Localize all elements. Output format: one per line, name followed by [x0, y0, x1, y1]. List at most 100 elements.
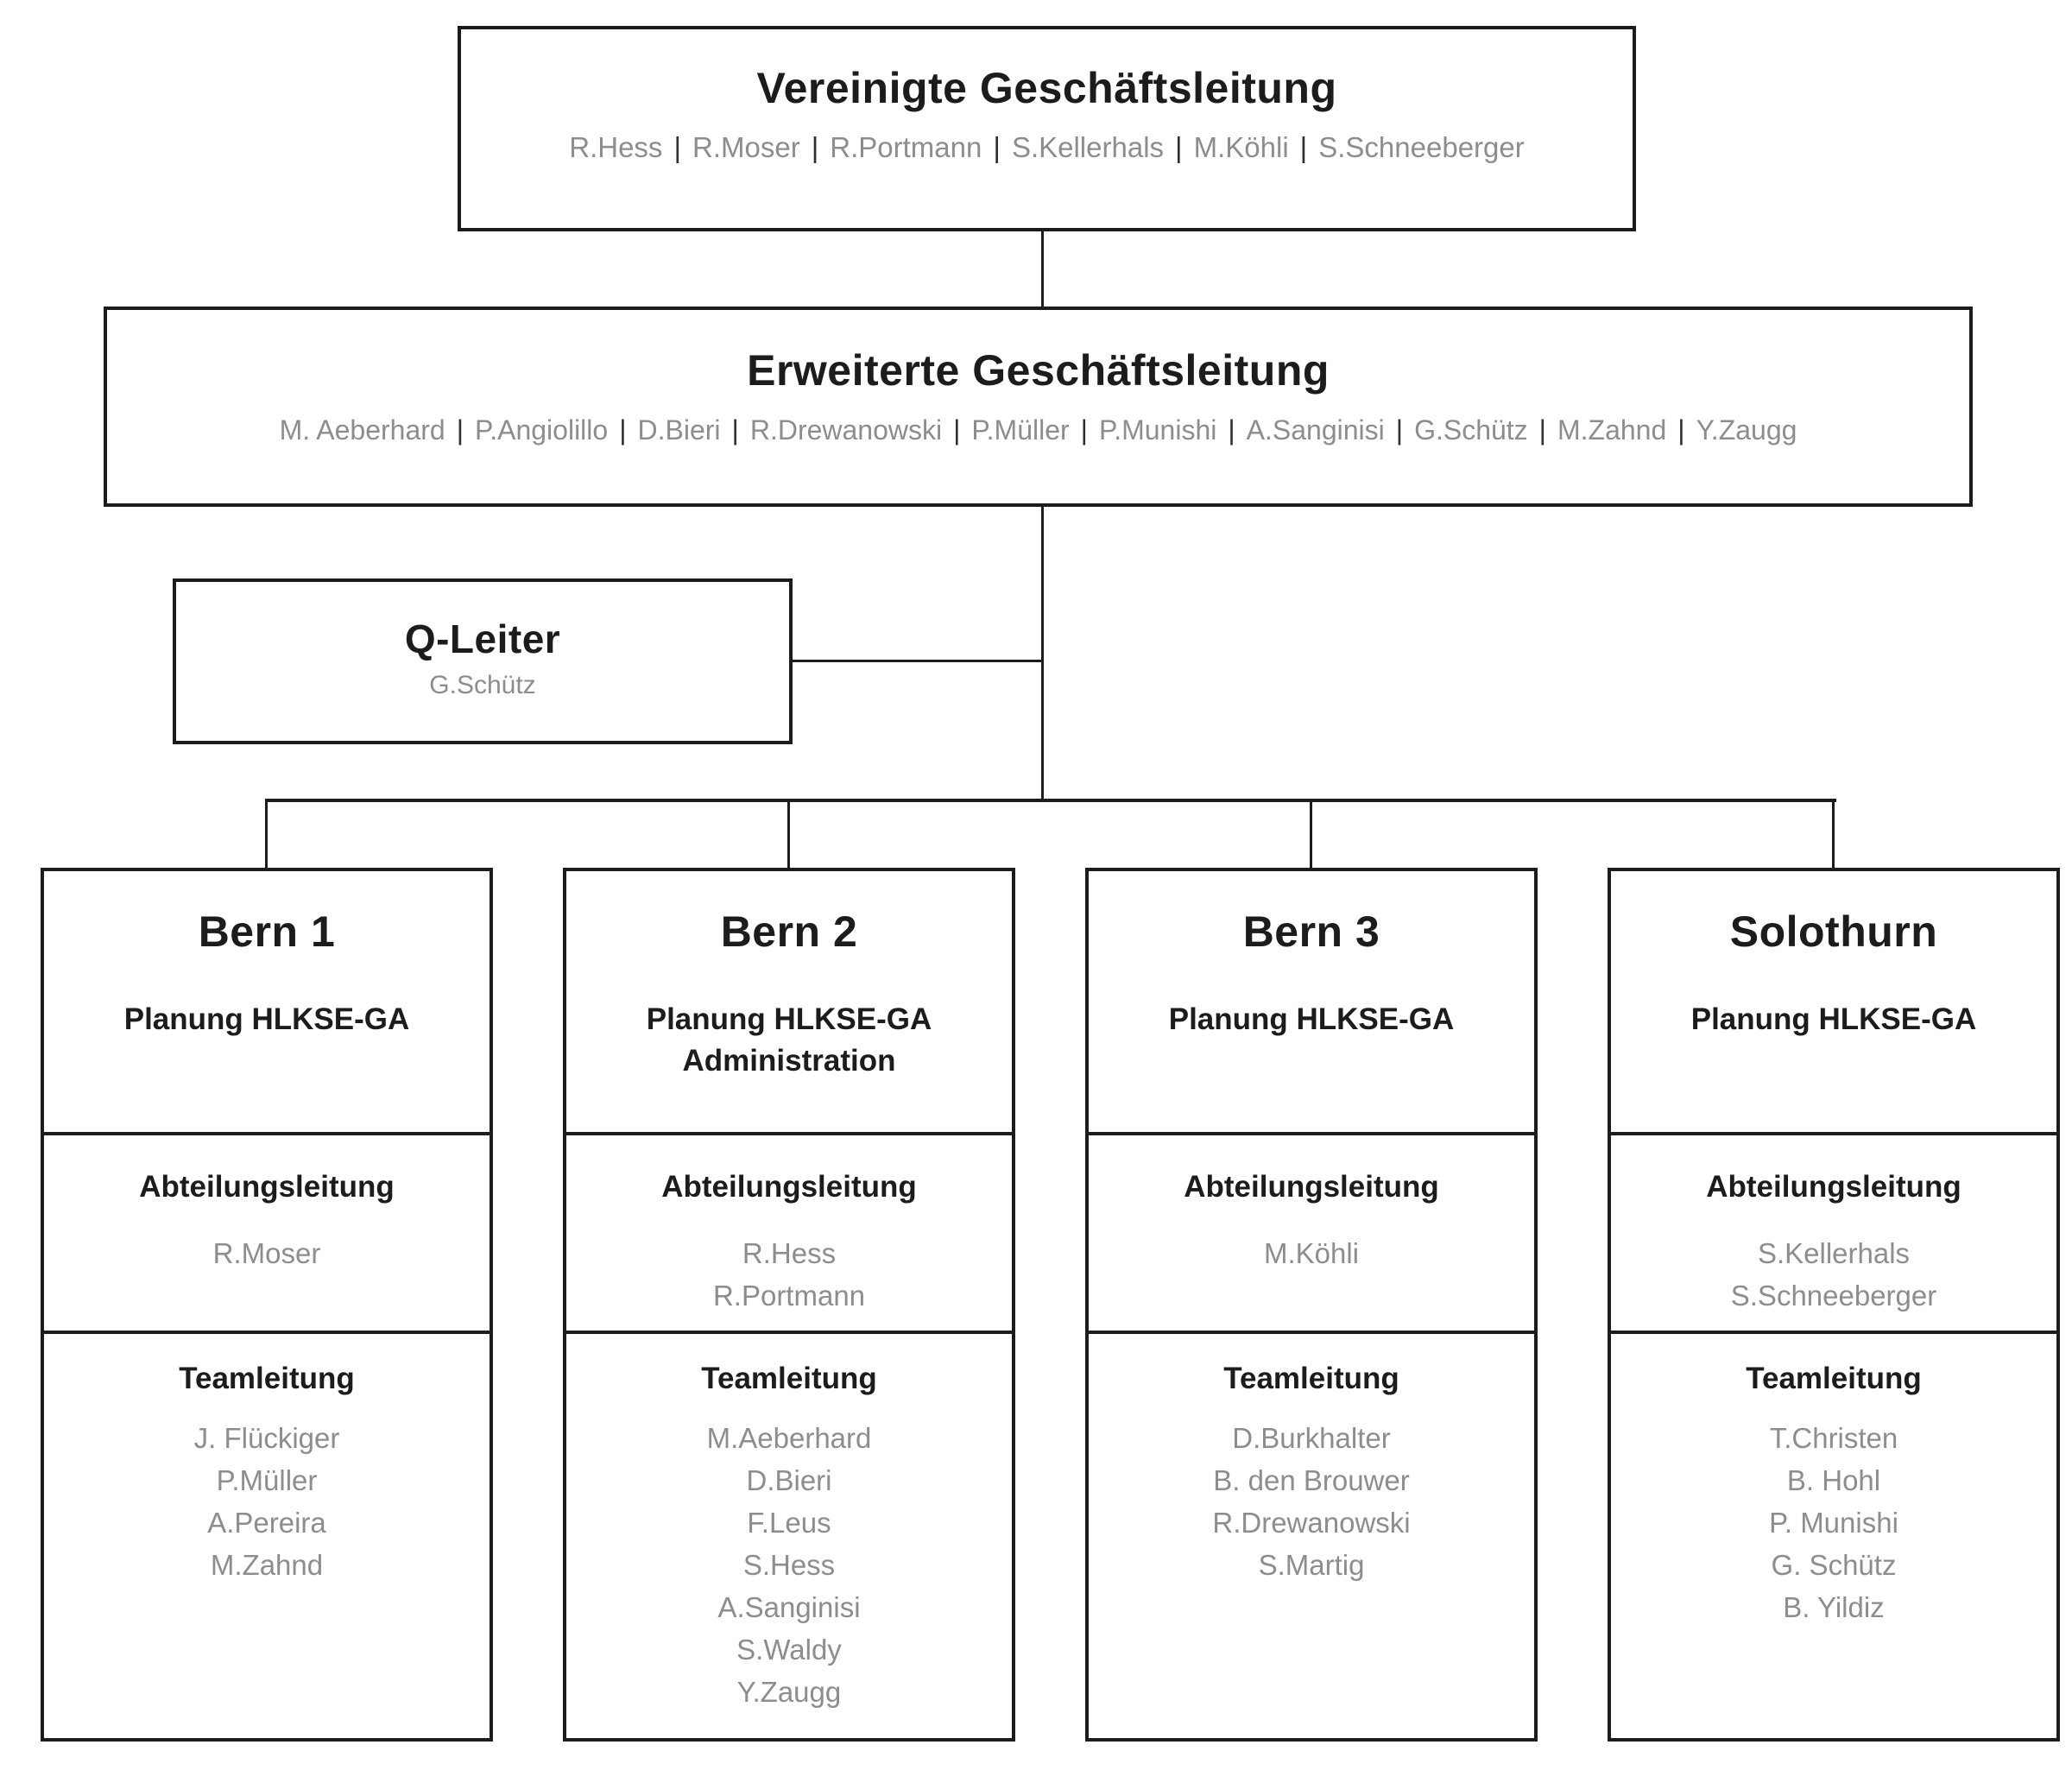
name-line: S.Hess — [742, 1549, 836, 1581]
department-subtitle: Planung HLKSE-GA Administration — [566, 999, 1012, 1082]
teamleitung-label: Teamleitung — [1746, 1362, 1922, 1395]
drop-line-solothurn — [1832, 799, 1835, 871]
member-separator: | — [811, 131, 819, 163]
extended-box: Erweiterte Geschäftsleitung M. Aeberhard… — [104, 307, 1973, 507]
department-subtitle: Planung HLKSE-GA — [1089, 999, 1534, 1040]
root-box: Vereinigte Geschäftsleitung R.Hess | R.Mos… — [458, 26, 1636, 231]
name-line: S.Kellerhals — [1757, 1237, 1911, 1269]
member-separator: | — [1080, 414, 1088, 446]
name-line: S.Schneeberger — [1730, 1280, 1937, 1312]
member-separator: | — [673, 131, 682, 163]
member-separator: | — [1395, 414, 1404, 446]
q-leiter-member: G.Schütz — [429, 671, 536, 699]
department-title: Bern 1 — [198, 907, 336, 956]
member-name: A.Sanginisi — [1246, 414, 1385, 446]
department-title: Solothurn — [1729, 907, 1938, 956]
member-separator: | — [1228, 414, 1235, 446]
member-separator: | — [1175, 131, 1183, 163]
member-name: R.Moser — [692, 131, 800, 163]
drop-line-bern-1 — [265, 799, 268, 871]
name-line: R.Portmann — [712, 1280, 866, 1312]
name-line: G. Schütz — [1771, 1549, 1897, 1581]
name-line: Y.Zaugg — [736, 1676, 842, 1708]
name-line: B. Yildiz — [1783, 1591, 1885, 1623]
name-line: A.Sanginisi — [717, 1591, 861, 1623]
department-card-bern-3: Bern 3 Planung HLKSE-GA Abteilungsleitun… — [1085, 868, 1538, 1742]
name-line: M.Zahnd — [210, 1549, 324, 1581]
member-separator: | — [953, 414, 961, 446]
member-name: M. Aeberhard — [279, 414, 445, 446]
name-line: Planung HLKSE-GA — [1168, 1002, 1455, 1036]
abteilungsleitung-label: Abteilungsleitung — [139, 1170, 395, 1204]
abteilungsleitung-label: Abteilungsleitung — [1184, 1170, 1439, 1204]
department-header: Bern 2 Planung HLKSE-GA Administration — [566, 871, 1012, 1135]
name-line: R.Moser — [212, 1237, 321, 1269]
extended-box-title: Erweiterte Geschäftsleitung — [747, 346, 1330, 395]
department-card-solothurn: Solothurn Planung HLKSE-GA Abteilungslei… — [1608, 868, 2060, 1742]
name-line: M.Aeberhard — [706, 1422, 872, 1454]
department-subtitle: Planung HLKSE-GA — [1611, 999, 2056, 1040]
member-separator: | — [993, 131, 1001, 163]
name-line: Planung HLKSE-GA — [646, 1002, 932, 1036]
name-line: R.Hess — [742, 1237, 837, 1269]
teamleitung-label: Teamleitung — [179, 1362, 355, 1395]
name-line: D.Burkhalter — [1232, 1422, 1391, 1454]
department-subtitle: Planung HLKSE-GA — [44, 999, 490, 1040]
abteilungsleitung-label: Abteilungsleitung — [661, 1170, 917, 1204]
member-name: G.Schütz — [1414, 414, 1528, 446]
root-box-members: R.Hess|R.Moser|R.Portmann|S.Kellerhals|M… — [461, 130, 1633, 165]
name-line: Administration — [682, 1044, 896, 1078]
drop-line-bern-2 — [787, 799, 790, 871]
department-title: Bern 3 — [1242, 907, 1380, 956]
member-name: D.Bieri — [637, 414, 721, 446]
member-separator: | — [1299, 131, 1308, 163]
member-name: P.Müller — [971, 414, 1070, 446]
connector-q-leiter — [791, 660, 1043, 662]
member-name: Y.Zaugg — [1696, 414, 1797, 446]
member-name: M.Zahnd — [1557, 414, 1667, 446]
member-separator: | — [731, 414, 739, 446]
name-line: F.Leus — [747, 1507, 831, 1539]
member-name: P.Angiolillo — [475, 414, 609, 446]
name-line: M.Köhli — [1263, 1237, 1360, 1269]
drop-line-bern-3 — [1310, 799, 1312, 871]
name-line: B. Hohl — [1786, 1464, 1881, 1496]
member-separator: | — [456, 414, 464, 446]
abteilungsleitung-section: Abteilungsleitung R.Moser — [44, 1135, 490, 1334]
member-name: M.Köhli — [1193, 131, 1289, 163]
name-line: P.Müller — [216, 1464, 318, 1496]
abteilungsleitung-names: R.Moser — [44, 1232, 490, 1274]
teamleitung-label: Teamleitung — [1223, 1362, 1399, 1395]
member-name: S.Schneeberger — [1318, 131, 1525, 163]
department-header: Bern 1 Planung HLKSE-GA — [44, 871, 490, 1135]
department-title: Bern 2 — [720, 907, 858, 956]
name-line: P. Munishi — [1769, 1507, 1898, 1539]
abteilungsleitung-section: Abteilungsleitung M.Köhli — [1089, 1135, 1534, 1334]
teamleitung-label: Teamleitung — [701, 1362, 877, 1395]
member-name: R.Portmann — [830, 131, 982, 163]
member-name: P.Munishi — [1098, 414, 1217, 446]
member-name: R.Hess — [569, 131, 663, 163]
name-line: B. den Brouwer — [1213, 1464, 1410, 1496]
connector-root-to-extended — [1041, 230, 1044, 308]
extended-box-members: M. Aeberhard | P.Angiolillo | D.Bieri | R.Drew… — [107, 413, 1969, 447]
member-name: R.Drewanowski — [749, 414, 943, 446]
name-line: D.Bieri — [746, 1464, 832, 1496]
member-separator: | — [619, 414, 627, 446]
member-separator: | — [1677, 414, 1685, 446]
member-separator: | — [1538, 414, 1546, 446]
root-box-title: Vereinigte Geschäftsleitung — [756, 64, 1337, 112]
abteilungsleitung-names: M.Köhli — [1089, 1232, 1534, 1274]
